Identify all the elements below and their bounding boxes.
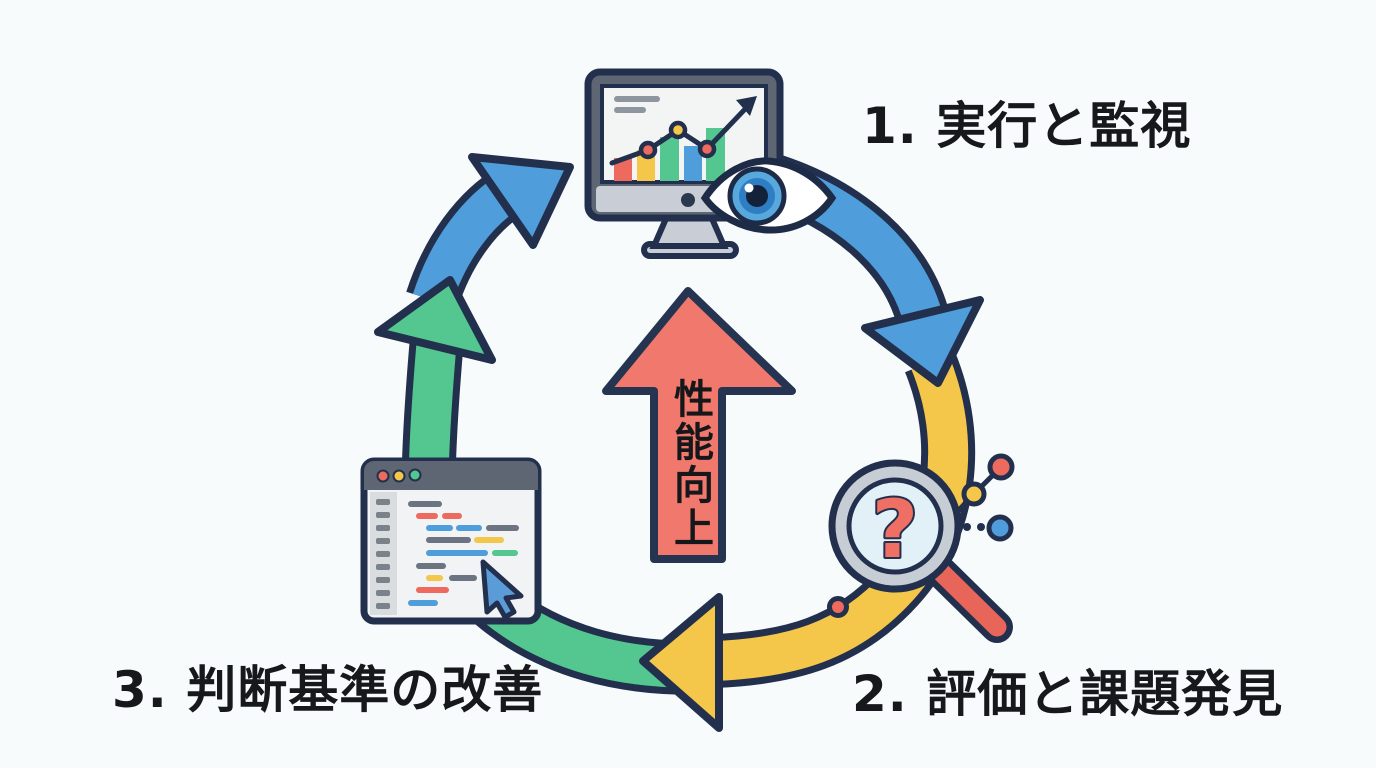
performance-up-label: 性能向上 bbox=[667, 378, 713, 550]
trend-arrowhead bbox=[736, 96, 757, 116]
eye-icon bbox=[700, 157, 837, 234]
window-close-dot bbox=[376, 469, 390, 483]
node-red bbox=[987, 453, 1015, 481]
step-label-2: 2. 評価と課題発見 bbox=[852, 665, 1284, 723]
cursor-icon bbox=[480, 559, 524, 620]
window-minimize-dot bbox=[392, 469, 406, 483]
editor-titlebar bbox=[364, 461, 538, 490]
magnifier-question-icon: ? bbox=[827, 459, 1013, 643]
dot-small bbox=[977, 523, 985, 531]
editor-line-numbers bbox=[376, 499, 390, 609]
magnifier-lens bbox=[846, 477, 944, 575]
decorative-red-dot bbox=[827, 596, 849, 618]
screen-text-line bbox=[614, 96, 660, 102]
editor-code-lines bbox=[408, 501, 519, 606]
node-cluster-decoration bbox=[956, 453, 1015, 542]
screen-text-line bbox=[614, 107, 646, 113]
monitor-button bbox=[681, 193, 695, 207]
performance-up-arrow bbox=[602, 287, 796, 563]
step-label-1: 1. 実行と監視 bbox=[862, 97, 1192, 155]
screen-trend-line bbox=[609, 96, 757, 166]
step-label-3: 3. 判断基準の改善 bbox=[112, 661, 544, 719]
arrow-blue-into-step1 bbox=[406, 153, 574, 309]
magnifier-handle bbox=[931, 562, 1007, 637]
window-maximize-dot bbox=[408, 468, 422, 482]
node-blue bbox=[986, 514, 1014, 542]
dot-small bbox=[963, 523, 971, 531]
question-mark-glyph: ? bbox=[872, 483, 918, 576]
code-editor-icon bbox=[360, 457, 542, 625]
node-yellow bbox=[961, 481, 987, 507]
